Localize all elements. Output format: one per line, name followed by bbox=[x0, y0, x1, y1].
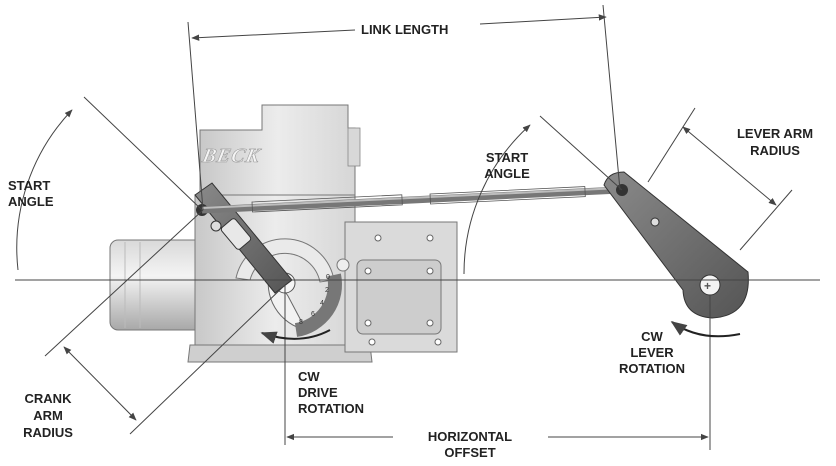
cw-drive-rotation-label: CW bbox=[298, 369, 320, 384]
cover-bolt bbox=[426, 267, 434, 275]
dimension-lines bbox=[15, 4, 820, 450]
cw-lever-rotation-label: LEVER bbox=[630, 345, 674, 360]
start-angle-left-label: START bbox=[8, 178, 50, 193]
dial-number: 6 bbox=[311, 311, 315, 318]
cover-bolt bbox=[426, 319, 434, 327]
cover-plate bbox=[356, 259, 442, 335]
brand-logo: BECK bbox=[200, 145, 263, 167]
crank-arm-radius-label: ARM bbox=[33, 408, 63, 423]
cw-lever-rotation-label: CW bbox=[641, 329, 663, 344]
base-foot bbox=[187, 344, 373, 363]
start-angle-right-label: ANGLE bbox=[484, 166, 530, 181]
crank-arm-radius-label: RADIUS bbox=[23, 425, 73, 440]
crank-arm-radius-label: CRANK bbox=[25, 391, 73, 406]
cw-lever-rotation-arrow bbox=[670, 321, 741, 338]
svg-text:+: + bbox=[704, 279, 711, 293]
cover-bolt bbox=[364, 319, 372, 327]
dial-number: 0 bbox=[326, 274, 330, 281]
cw-drive-rotation-arrow bbox=[260, 329, 331, 344]
cw-drive-rotation-label: DRIVE bbox=[298, 385, 338, 400]
cw-lever-rotation-label: ROTATION bbox=[619, 361, 685, 376]
housing-bolt bbox=[426, 234, 434, 242]
housing-bolt bbox=[368, 338, 376, 346]
cw-drive-rotation-label: ROTATION bbox=[298, 401, 364, 416]
diagram-labels: LINK LENGTH START ANGLE START ANGLE LEVE… bbox=[8, 22, 813, 460]
link-rod bbox=[201, 186, 621, 214]
start-angle-left-label: ANGLE bbox=[8, 194, 54, 209]
dial-number: 8 bbox=[299, 319, 303, 326]
dial-number: 4 bbox=[320, 300, 324, 307]
lever-arm-radius-label: LEVER ARM bbox=[737, 126, 813, 141]
motor-cylinder bbox=[109, 239, 206, 331]
dial-number: 2 bbox=[325, 287, 329, 294]
horizontal-offset-label: OFFSET bbox=[444, 445, 495, 460]
start-angle-right-label: START bbox=[486, 150, 528, 165]
actuator-body: BECK bbox=[109, 104, 458, 363]
housing-bolt bbox=[434, 338, 442, 346]
link-length-label: LINK LENGTH bbox=[361, 22, 448, 37]
housing-bolt bbox=[374, 234, 382, 242]
cover-bolt bbox=[364, 267, 372, 275]
lever-arm: + bbox=[603, 171, 749, 319]
lever-arm-radius-label: RADIUS bbox=[750, 143, 800, 158]
horizontal-offset-label: HORIZONTAL bbox=[428, 429, 512, 444]
